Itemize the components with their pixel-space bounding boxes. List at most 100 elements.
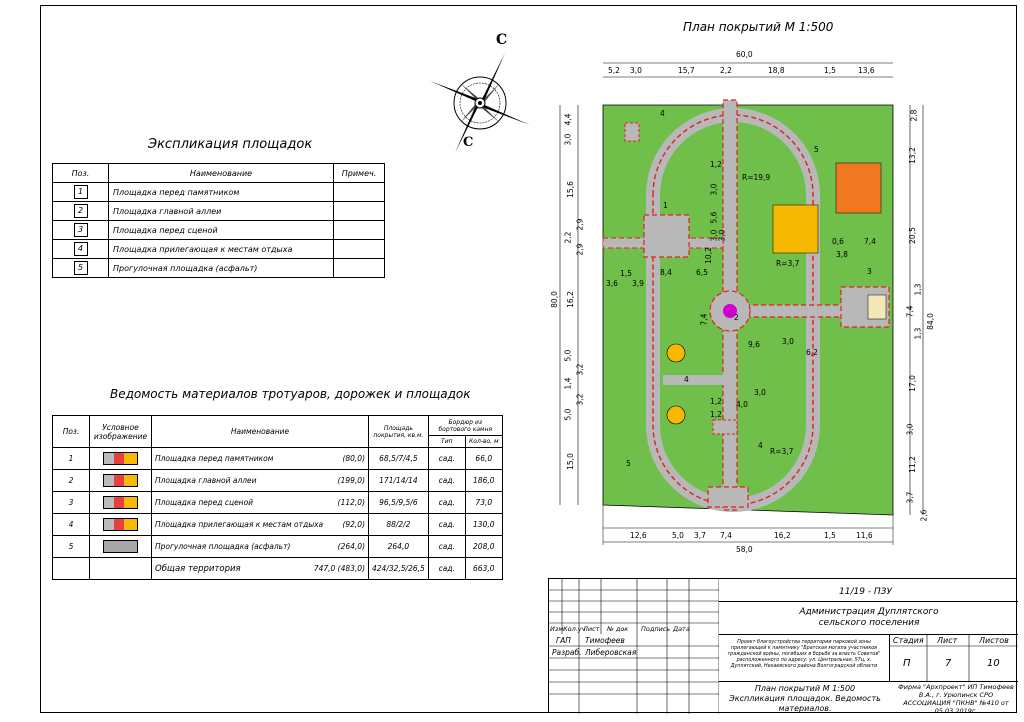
dim-left: 3,0 bbox=[563, 133, 573, 146]
header-symbol: Условное изображение bbox=[89, 415, 152, 448]
title-block: 11/19 - ПЗУ Администрация Дуплятского се… bbox=[548, 578, 1018, 715]
dim-inner: 3,0 bbox=[717, 229, 727, 242]
header-pos: Поз. bbox=[52, 163, 109, 183]
stamp-firm: Фирма "Архпроект" ИП Тимофеев В.А., г. У… bbox=[898, 683, 1014, 715]
header-area: Площадь покрытия, кв.м. bbox=[368, 415, 429, 448]
dim-bottom: 3,7 bbox=[694, 531, 706, 540]
dim-right: 1,3 bbox=[913, 283, 923, 296]
row-pos: 1 bbox=[52, 447, 90, 470]
orange-square bbox=[835, 162, 882, 214]
explication-row: 5 Прогулочная площадка (асфальт) bbox=[52, 258, 385, 278]
dim-left: 5,0 bbox=[563, 408, 573, 421]
row-name: Площадка перед сценой (112,0) bbox=[151, 491, 369, 514]
row-area: 171/14/14 bbox=[368, 469, 429, 492]
site-plan bbox=[559, 62, 924, 545]
sheets-value: 10 bbox=[987, 658, 1000, 669]
materials-row: 3 Площадка перед сценой(112,0) 96,5/9,5/… bbox=[52, 491, 503, 514]
col-izm: Изм. bbox=[550, 625, 566, 633]
swatch-red-yellow bbox=[103, 452, 138, 465]
materials-header-row: Поз. Условное изображение Наименование П… bbox=[52, 415, 503, 448]
col-doc: № док bbox=[607, 625, 629, 633]
row-type: сад. bbox=[427, 469, 466, 492]
dim-bottom: 12,6 bbox=[630, 531, 647, 540]
stamp-project-desc: Проект благоустройства территории парков… bbox=[727, 640, 881, 669]
seating-area bbox=[712, 419, 738, 435]
header-note: Примеч. bbox=[333, 163, 385, 183]
dim-right: 3,7 bbox=[905, 491, 915, 504]
header-name: Наименование bbox=[108, 163, 334, 183]
stamp-org-cell bbox=[719, 601, 1018, 635]
stage-label: Стадия bbox=[893, 636, 924, 645]
plan-marker: 2 bbox=[734, 313, 739, 322]
role-dev-name: Либеровская bbox=[585, 648, 637, 657]
dim-left: 15,6 bbox=[565, 181, 575, 198]
row-name: Площадка прилегающая к местам отдыха(92,… bbox=[151, 513, 369, 536]
dim-inner: R=3,7 bbox=[770, 447, 794, 456]
dim-left: 2,2 bbox=[563, 231, 573, 244]
dim-top: 15,7 bbox=[678, 66, 695, 75]
materials-row: 4 Площадка прилегающая к местам отдыха(9… bbox=[52, 513, 503, 536]
explication-row: 4 Площадка прилегающая к местам отдыха bbox=[52, 239, 385, 259]
seating-area bbox=[624, 122, 640, 142]
dim-inner: 6,5 bbox=[696, 268, 708, 277]
header-qty: Кол-во, м bbox=[464, 435, 503, 448]
row-number: 3 bbox=[73, 223, 88, 237]
role-gap: ГАП bbox=[556, 636, 571, 645]
row-name: Прогулочная площадка (асфальт) bbox=[108, 258, 334, 278]
dim-right: 13,2 bbox=[907, 147, 917, 164]
total-type: сад. bbox=[427, 557, 466, 580]
row-name-sub: (112,0) bbox=[337, 498, 365, 507]
row-pos: 2 bbox=[52, 469, 90, 492]
dim-inner: 3,0 bbox=[782, 337, 794, 346]
dim-right: 20,5 bbox=[907, 227, 917, 244]
dim-bottom: 11,6 bbox=[856, 531, 873, 540]
plan-marker: 4 bbox=[684, 375, 689, 384]
dim-inner: 8,4 bbox=[660, 268, 672, 277]
row-name: Площадка перед сценой bbox=[108, 220, 334, 240]
row-number: 4 bbox=[73, 242, 88, 256]
dim-inner: 3,8 bbox=[836, 250, 848, 259]
col-list: Лист bbox=[583, 625, 600, 633]
plan-marker: 4 bbox=[758, 441, 763, 450]
row-area: 68,5/7/4,5 bbox=[368, 447, 429, 470]
explication-row: 2 Площадка главной аллеи bbox=[52, 201, 385, 221]
sheet-value: 7 bbox=[945, 658, 952, 669]
dim-bottom: 16,2 bbox=[774, 531, 791, 540]
monument-area bbox=[643, 214, 690, 258]
dim-inner: 3,6 bbox=[606, 279, 618, 288]
dim-right: 17,0 bbox=[907, 375, 917, 392]
flowerbed-yellow bbox=[666, 343, 686, 363]
row-name-text: Площадка перед сценой bbox=[155, 498, 254, 507]
dim-inner: 1,2 bbox=[710, 160, 722, 169]
col-sign: Подпись bbox=[641, 625, 671, 633]
dim-right: 1,3 bbox=[913, 327, 923, 340]
dim-right: 3,0 bbox=[905, 423, 915, 436]
dim-left: 2,9 bbox=[575, 243, 585, 256]
explication-header-row: Поз. Наименование Примеч. bbox=[52, 163, 385, 183]
row-pos: 5 bbox=[52, 535, 90, 558]
row-type: сад. bbox=[427, 491, 466, 514]
plan-marker: 3 bbox=[867, 267, 872, 276]
materials-table: Поз. Условное изображение Наименование П… bbox=[52, 415, 503, 580]
row-name: Прогулочная площадка (асфальт)(264,0) bbox=[151, 535, 369, 558]
role-dev: Разраб. bbox=[552, 648, 582, 657]
stamp-stage-block: Стадия Лист Листов П 7 10 bbox=[889, 634, 1018, 682]
total-qty: 663,0 bbox=[464, 557, 503, 580]
stage-value: П bbox=[903, 658, 911, 669]
role-gap-name: Тимофеев bbox=[585, 636, 625, 645]
col-koluch: Кол.уч bbox=[563, 625, 586, 633]
dim-inner: 1,2 bbox=[710, 410, 722, 419]
dim-right: 7,4 bbox=[905, 305, 915, 318]
materials-row: 2 Площадка главной аллеи(199,0) 171/14/1… bbox=[52, 469, 503, 492]
explication-row: 1 Площадка перед памятником bbox=[52, 182, 385, 202]
dim-top: 1,5 bbox=[824, 66, 836, 75]
row-name-sub: (264,0) bbox=[337, 542, 365, 551]
dim-left: 2,9 bbox=[575, 218, 585, 231]
dim-inner: 3,9 bbox=[632, 279, 644, 288]
row-area: 264,0 bbox=[368, 535, 429, 558]
row-name-sub: (80,0) bbox=[342, 454, 365, 463]
dim-top: 3,0 bbox=[630, 66, 642, 75]
dim-bottom: 5,0 bbox=[672, 531, 684, 540]
